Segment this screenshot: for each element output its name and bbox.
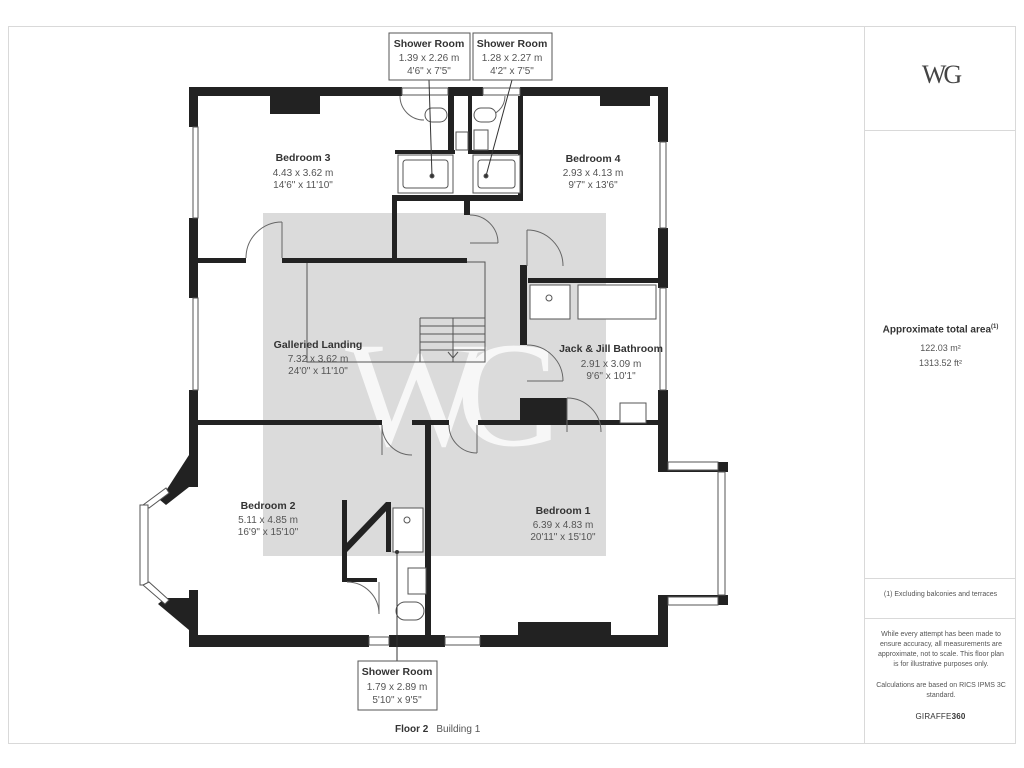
- floor-caption: Floor 2 Building 1: [395, 724, 480, 735]
- room-name: Shower Room: [362, 666, 433, 678]
- room-imperial: 4'6" x 7'5": [407, 66, 451, 77]
- room-name: Bedroom 1: [536, 505, 591, 517]
- room-name: Galleried Landing: [274, 339, 363, 351]
- windows: [139, 87, 726, 646]
- floor-plan: WG: [139, 32, 728, 711]
- total-area-ft2: 1313.52 ft²: [918, 358, 963, 368]
- room-name: Bedroom 2: [241, 500, 296, 512]
- info-sidebar: WG Approximate total area(1) 122.03 m² 1…: [864, 26, 1016, 744]
- room-metric: 2.91 x 3.09 m: [581, 359, 642, 370]
- room-name: Shower Room: [394, 38, 465, 50]
- room-bedroom2: Bedroom 2 5.11 x 4.85 m 16'9" x 15'10": [238, 500, 299, 538]
- room-imperial: 16'9" x 15'10": [238, 527, 299, 538]
- room-name: Shower Room: [477, 38, 548, 50]
- callout-shower-room-a: Shower Room 1.39 x 2.26 m 4'6" x 7'5": [388, 32, 471, 177]
- provider-brand: GIRAFFE360: [915, 712, 966, 721]
- room-bedroom4: Bedroom 4 2.93 x 4.13 m 9'7" x 13'6": [563, 153, 624, 191]
- callout-shower-room-c: Shower Room 1.79 x 2.89 m 5'10" x 9'5": [357, 550, 438, 711]
- plan-frame: [8, 26, 1016, 744]
- sidebar-divider: [865, 578, 1016, 579]
- room-galleried-landing: Galleried Landing 7.32 x 3.62 m 24'0" x …: [274, 339, 363, 377]
- callout-shower-room-b: Shower Room 1.28 x 2.27 m 4'2" x 7'5": [472, 32, 553, 177]
- room-metric: 4.43 x 3.62 m: [273, 168, 334, 179]
- total-area-title: Approximate total area(1): [882, 324, 999, 336]
- landing-highlight: [263, 213, 606, 556]
- room-imperial: 24'0" x 11'10": [288, 366, 348, 377]
- doors: [245, 95, 602, 615]
- floor-name: Floor 2: [395, 724, 429, 735]
- room-imperial: 20'11" x 15'10": [530, 532, 596, 543]
- room-imperial: 9'7" x 13'6": [568, 180, 618, 191]
- total-area-m2: 122.03 m²: [920, 343, 961, 353]
- brand-logo: WG: [921, 60, 962, 89]
- area-footnote: (1) Excluding balconies and terraces: [883, 591, 998, 598]
- room-metric: 2.93 x 4.13 m: [563, 168, 624, 179]
- disclaimer-text: While every attempt has been made to ens…: [878, 631, 1004, 668]
- fixtures: [392, 107, 657, 621]
- room-metric: 5.11 x 4.85 m: [238, 515, 298, 526]
- calculation-note: Calculations are based on RICS IPMS 3C s…: [876, 682, 1006, 699]
- building-name: Building 1: [436, 724, 481, 735]
- room-metric: 1.28 x 2.27 m: [482, 53, 543, 64]
- room-bedroom3: Bedroom 3 4.43 x 3.62 m 14'6" x 11'10": [273, 152, 334, 191]
- sidebar-divider: [865, 618, 1016, 619]
- room-metric: 6.39 x 4.83 m: [533, 520, 594, 531]
- staircase: [306, 261, 486, 363]
- room-name: Bedroom 4: [566, 153, 621, 165]
- room-metric: 1.79 x 2.89 m: [367, 682, 428, 693]
- room-name: Bedroom 3: [276, 152, 331, 164]
- room-bedroom1: Bedroom 1 6.39 x 4.83 m 20'11" x 15'10": [530, 505, 596, 543]
- sidebar-divider: [865, 130, 1016, 131]
- room-imperial: 14'6" x 11'10": [273, 180, 333, 191]
- room-name: Jack & Jill Bathroom: [559, 343, 663, 355]
- walls: [158, 87, 728, 647]
- room-jack-jill-bathroom: Jack & Jill Bathroom 2.91 x 3.09 m 9'6" …: [559, 343, 663, 382]
- room-imperial: 4'2" x 7'5": [490, 66, 534, 77]
- room-metric: 1.39 x 2.26 m: [399, 53, 460, 64]
- room-imperial: 9'6" x 10'1": [586, 371, 636, 382]
- room-metric: 7.32 x 3.62 m: [288, 354, 349, 365]
- room-imperial: 5'10" x 9'5": [372, 695, 422, 706]
